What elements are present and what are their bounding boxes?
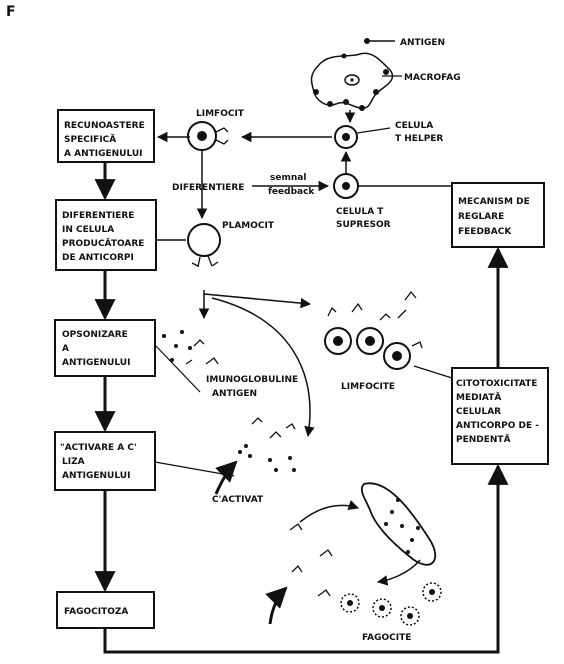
svg-text:FAGOCITOZA: FAGOCITOZA [64,607,128,617]
svg-text:ANTICORPO DE -: ANTICORPO DE - [456,421,539,431]
svg-text:OPSONIZARE: OPSONIZARE [62,330,128,340]
feedback-label: feedback [268,187,315,197]
limfocite-label: LIMFOCITE [341,382,395,392]
box-opsonizare: OPSONIZARE A ANTIGENULUI [54,319,156,377]
svg-text:ANTIGENULUI: ANTIGENULUI [62,358,130,368]
celula-thelper-label-1: CELULA [395,121,433,131]
svg-text:MEDIATĂ: MEDIATĂ [456,391,501,403]
limfocit-label: LIMFOCIT [196,109,245,119]
box-fagocitoza: FAGOCITOZA [56,591,155,629]
limfocite-cluster-icon [324,290,423,370]
svg-text:DE ANTICORPI: DE ANTICORPI [62,253,134,263]
macrophage-icon [310,52,402,111]
c-activat-label: C'ACTIVAT [212,495,264,505]
box-activare: "ACTIVARE A C' LIZA ANTIGENULUI [54,431,156,491]
fagocite-label: FAGOCITE [362,633,411,643]
semnal-label: semnal [270,173,306,183]
svg-text:ANTIGENULUI: ANTIGENULUI [62,471,130,481]
svg-text:A: A [62,344,69,354]
t-helper-cell-icon [334,125,391,149]
box-diferentiere: DIFERENTIERE IN CELULA PRODUCĂTOARE DE A… [55,199,157,271]
antigen-legend: ANTIGEN [364,38,445,48]
imunoglobuline-antigen-icon [162,330,219,365]
plamocit-cell-icon [187,223,221,268]
svg-text:MECANISM DE: MECANISM DE [458,197,530,207]
box-citotoxicitate: CITOTOXICITATE MEDIATĂ CELULAR ANTICORPO… [451,367,549,465]
svg-text:ANTIGEN: ANTIGEN [400,38,445,48]
svg-text:PRODUCĂTOARE: PRODUCĂTOARE [62,237,144,249]
imunoglobuline-label-1: IMUNOGLOBULINE [206,375,298,385]
macrofag-label: MACROFAG [404,73,461,83]
celula-thelper-label-2: T HELPER [395,134,443,144]
diferentiere-arrow-label: DIFERENTIERE [172,183,244,193]
svg-text:PENDENTĂ: PENDENTĂ [456,433,511,445]
svg-text:FEEDBACK: FEEDBACK [458,227,512,237]
svg-text:SPECIFICĂ: SPECIFICĂ [64,133,116,145]
svg-text:IN CELULA: IN CELULA [62,225,114,235]
celula-tsupresor-label-2: SUPRESOR [336,220,391,230]
svg-text:LIZA: LIZA [62,457,85,467]
svg-text:A ANTIGENULUI: A ANTIGENULUI [64,149,143,159]
complement-activat-icon [214,417,296,495]
imunoglobuline-label-2: ANTIGEN [212,389,257,399]
svg-text:REGLARE: REGLARE [458,212,504,222]
svg-text:RECUNOASTERE: RECUNOASTERE [64,121,145,131]
fagocite-icon [289,482,442,626]
corner-mark: F [6,4,16,20]
svg-text:CITOTOXICITATE: CITOTOXICITATE [456,379,537,389]
svg-text:DIFERENTIERE: DIFERENTIERE [62,211,134,221]
svg-text:"ACTIVARE A C': "ACTIVARE A C' [60,443,137,453]
limfocit-cell-icon [187,121,229,151]
t-supresor-cell-icon [333,173,359,199]
plamocit-label: PLAMOCIT [222,221,275,231]
box-recunoastere: RECUNOASTERE SPECIFICĂ A ANTIGENULUI [57,109,155,163]
box-mecanism: MECANISM DE REGLARE FEEDBACK [451,182,545,248]
celula-tsupresor-label-1: CELULA T [336,207,384,217]
svg-text:CELULAR: CELULAR [456,407,501,417]
